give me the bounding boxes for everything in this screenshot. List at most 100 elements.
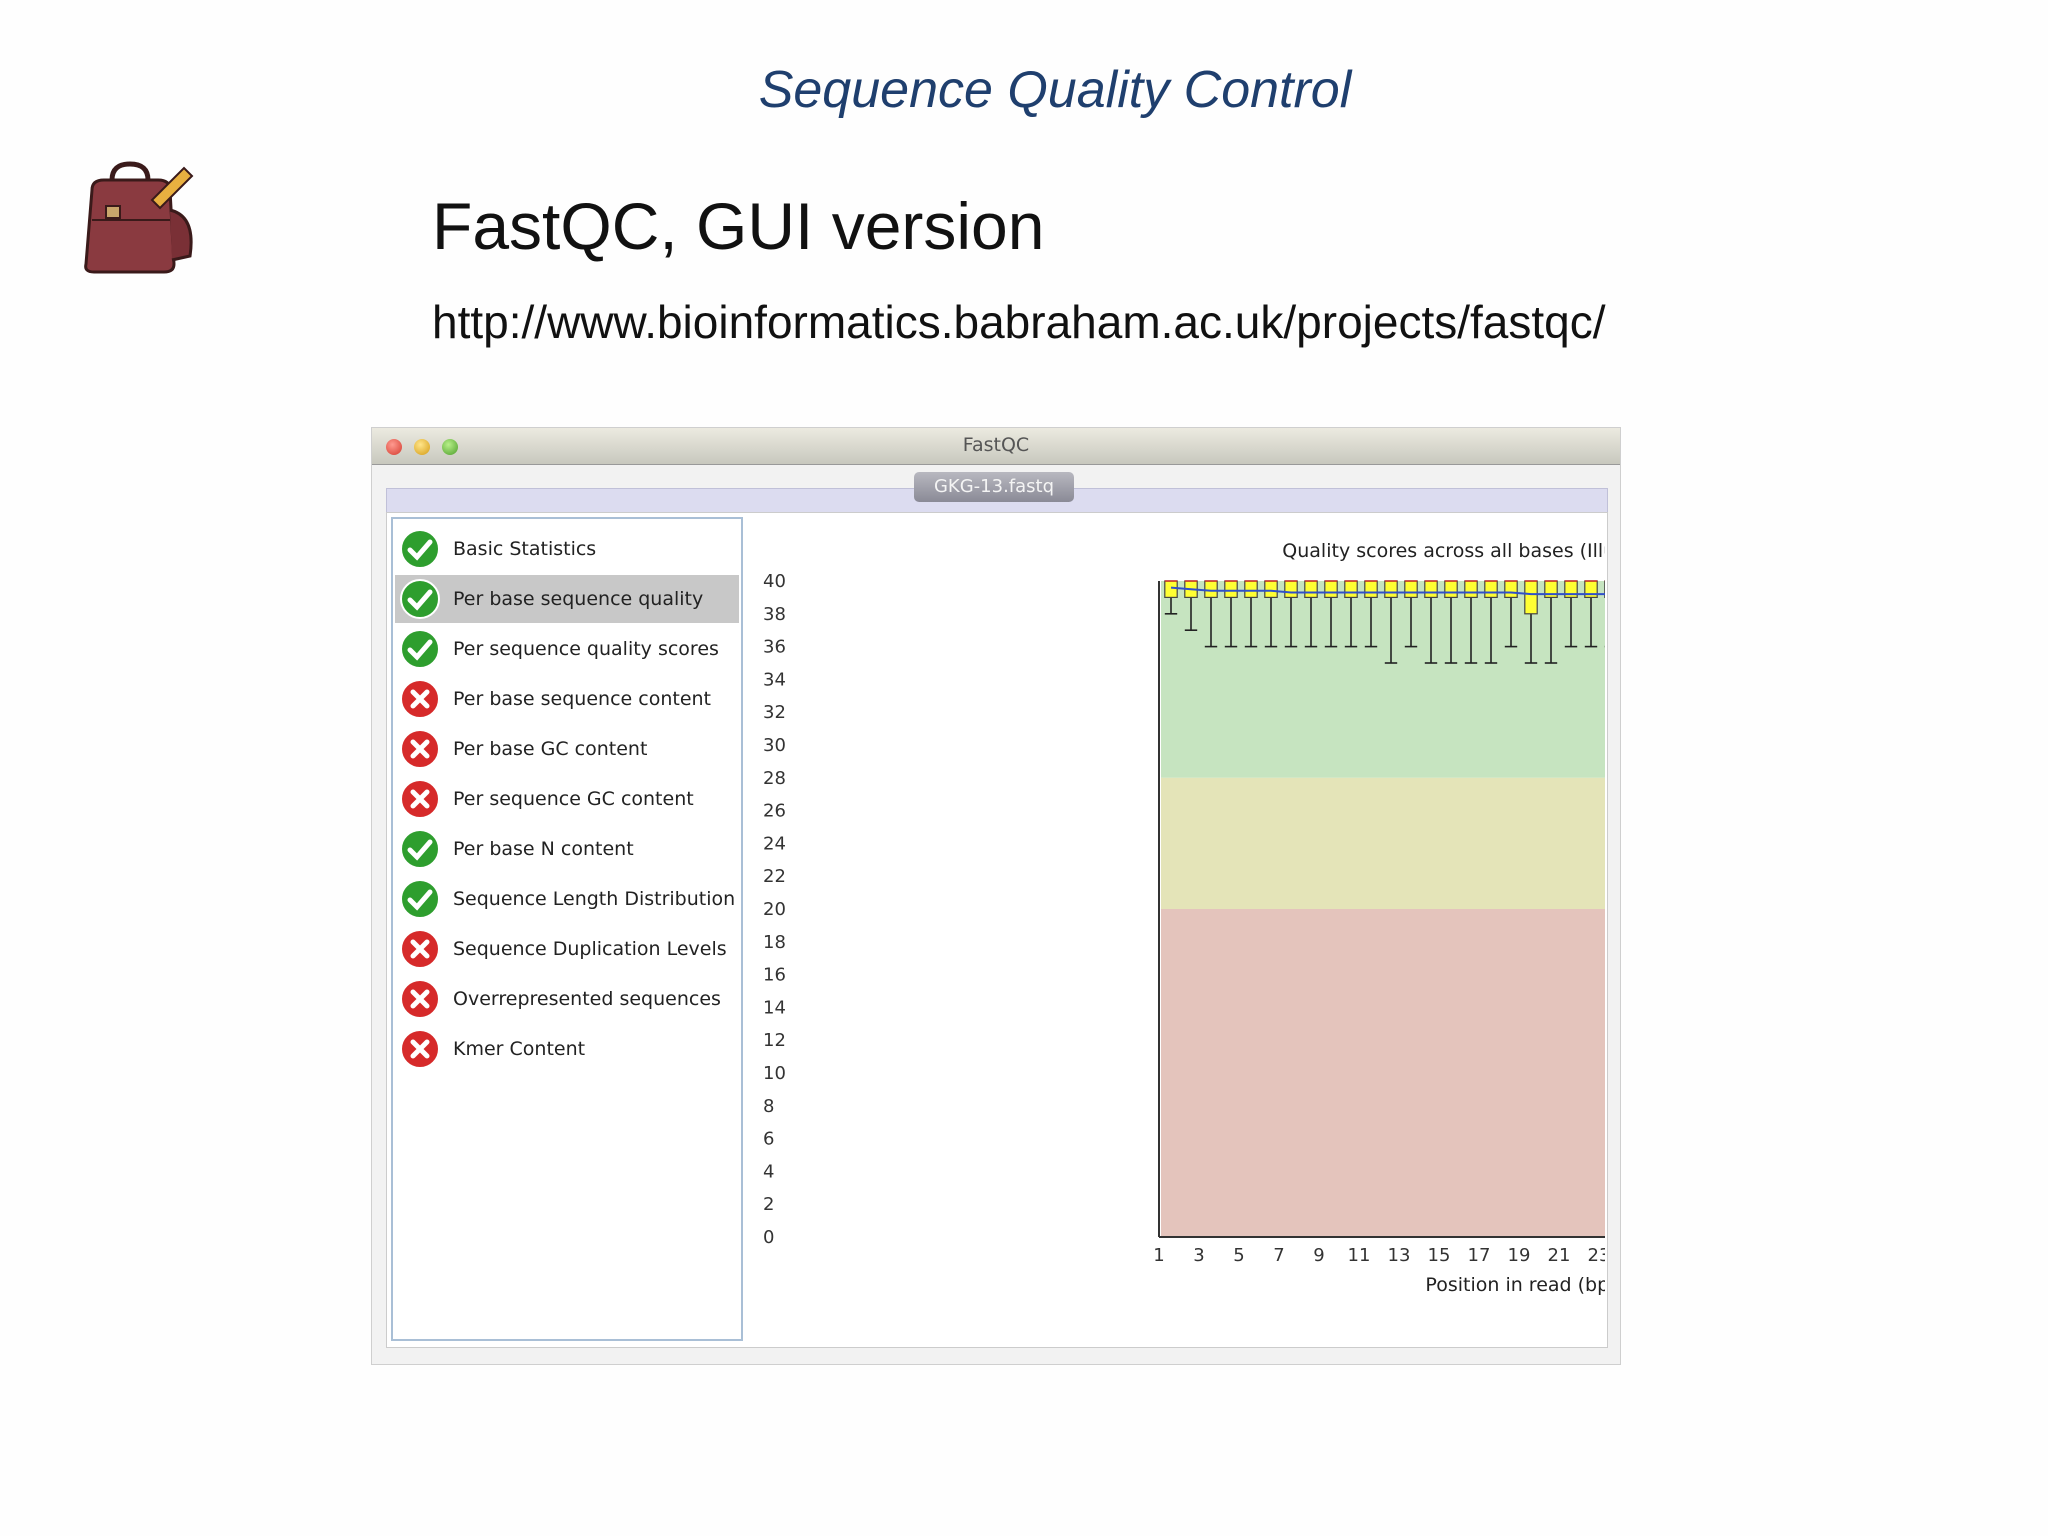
quality-zone [1161,581,1605,778]
check-icon [400,629,440,669]
y-tick-label: 22 [763,866,786,887]
module-item[interactable]: Per base sequence content [395,675,739,723]
box [1424,580,1438,598]
module-label: Sequence Length Distribution [453,888,736,910]
module-label: Per base sequence content [453,688,711,710]
box [1484,580,1498,598]
box [1364,580,1378,598]
box [1224,580,1238,598]
box [1324,580,1338,598]
cross-icon [400,929,440,969]
module-item[interactable]: Sequence Duplication Levels [395,925,739,973]
module-label: Per sequence GC content [453,788,694,810]
module-item[interactable]: Kmer Content [395,1025,739,1073]
module-label: Per base GC content [453,738,648,760]
quality-zone [1161,777,1605,909]
window-titlebar: FastQC [372,428,1620,465]
x-tick-label: 7 [1273,1245,1284,1266]
x-tick-label: 1 [1153,1245,1164,1266]
x-tick-label: 3 [1193,1245,1204,1266]
y-tick-label: 12 [763,1030,786,1051]
box [1304,580,1318,598]
cross-icon [400,1029,440,1069]
module-label: Per sequence quality scores [453,638,719,660]
y-tick-label: 20 [763,899,786,920]
y-tick-label: 8 [763,1096,774,1117]
x-tick-label: 9 [1313,1245,1324,1266]
y-tick-label: 24 [763,833,786,854]
x-tick-label: 19 [1508,1245,1531,1266]
mean-line [1170,586,1605,596]
module-item[interactable]: Per base N content [395,825,739,873]
y-tick-label: 40 [763,571,786,592]
y-tick-label: 2 [763,1194,774,1215]
module-label: Kmer Content [453,1038,586,1060]
y-tick-label: 26 [763,801,786,822]
x-tick-label: 17 [1468,1245,1491,1266]
module-item[interactable]: Overrepresented sequences [395,975,739,1023]
module-item[interactable]: Per sequence GC content [395,775,739,823]
quality-zone [1161,909,1605,1237]
y-tick-label: 38 [763,604,786,625]
window-title: FastQC [962,434,1030,456]
zoom-window-button[interactable] [442,439,458,455]
y-tick-label: 10 [763,1063,786,1084]
check-icon [400,579,440,619]
module-item[interactable]: Sequence Length Distribution [395,875,739,923]
module-label: Per base sequence quality [453,588,704,610]
quality-chart-svg: Quality scores across all bases (Illumin… [763,540,1605,1296]
y-tick-label: 36 [763,637,786,658]
chart-title: Quality scores across all bases (Illumin… [1282,540,1605,562]
check-icon [400,879,440,919]
y-tick-label: 4 [763,1161,774,1182]
y-tick-label: 30 [763,735,786,756]
box [1464,580,1478,598]
y-tick-label: 28 [763,768,786,789]
x-tick-label: 23 [1588,1245,1605,1266]
module-item[interactable]: Per sequence quality scores [395,625,739,673]
fastqc-url[interactable]: http://www.bioinformatics.babraham.ac.uk… [432,296,1606,348]
x-tick-label: 13 [1388,1245,1411,1266]
module-item[interactable]: Per base GC content [395,725,739,773]
cross-icon [400,979,440,1019]
y-tick-label: 6 [763,1129,774,1150]
cross-icon [400,779,440,819]
box [1284,580,1298,598]
module-label: Sequence Duplication Levels [453,938,727,960]
slide-header: Sequence Quality Control [758,61,1352,119]
y-tick-label: 14 [763,997,786,1018]
x-tick-label: 5 [1233,1245,1244,1266]
close-window-button[interactable] [386,439,402,455]
check-icon [400,529,440,569]
box [1524,580,1538,615]
quality-chart: Quality scores across all bases (Illumin… [747,513,1605,1345]
box [1244,580,1258,598]
box [1164,580,1178,598]
box [1504,580,1518,598]
module-item[interactable]: Basic Statistics [395,525,739,573]
x-axis-label: Position in read (bp) [1425,1274,1605,1296]
box [1204,580,1218,598]
y-tick-label: 0 [763,1227,774,1248]
box [1264,580,1278,598]
y-tick-label: 34 [763,669,786,690]
y-tick-label: 18 [763,932,786,953]
minimize-window-button[interactable] [414,439,430,455]
x-tick-label: 15 [1428,1245,1451,1266]
check-icon [400,829,440,869]
module-label: Overrepresented sequences [453,988,721,1010]
module-label: Basic Statistics [453,538,597,560]
box [1384,580,1398,598]
x-tick-label: 11 [1348,1245,1371,1266]
cross-icon [400,729,440,769]
y-tick-label: 16 [763,965,786,986]
module-item[interactable]: Per base sequence quality [395,575,739,623]
module-label: Per base N content [453,838,634,860]
box [1444,580,1458,598]
tab-file[interactable]: GKG-13.fastq [914,472,1074,502]
backpack-icon [84,161,194,274]
x-tick-label: 21 [1548,1245,1571,1266]
